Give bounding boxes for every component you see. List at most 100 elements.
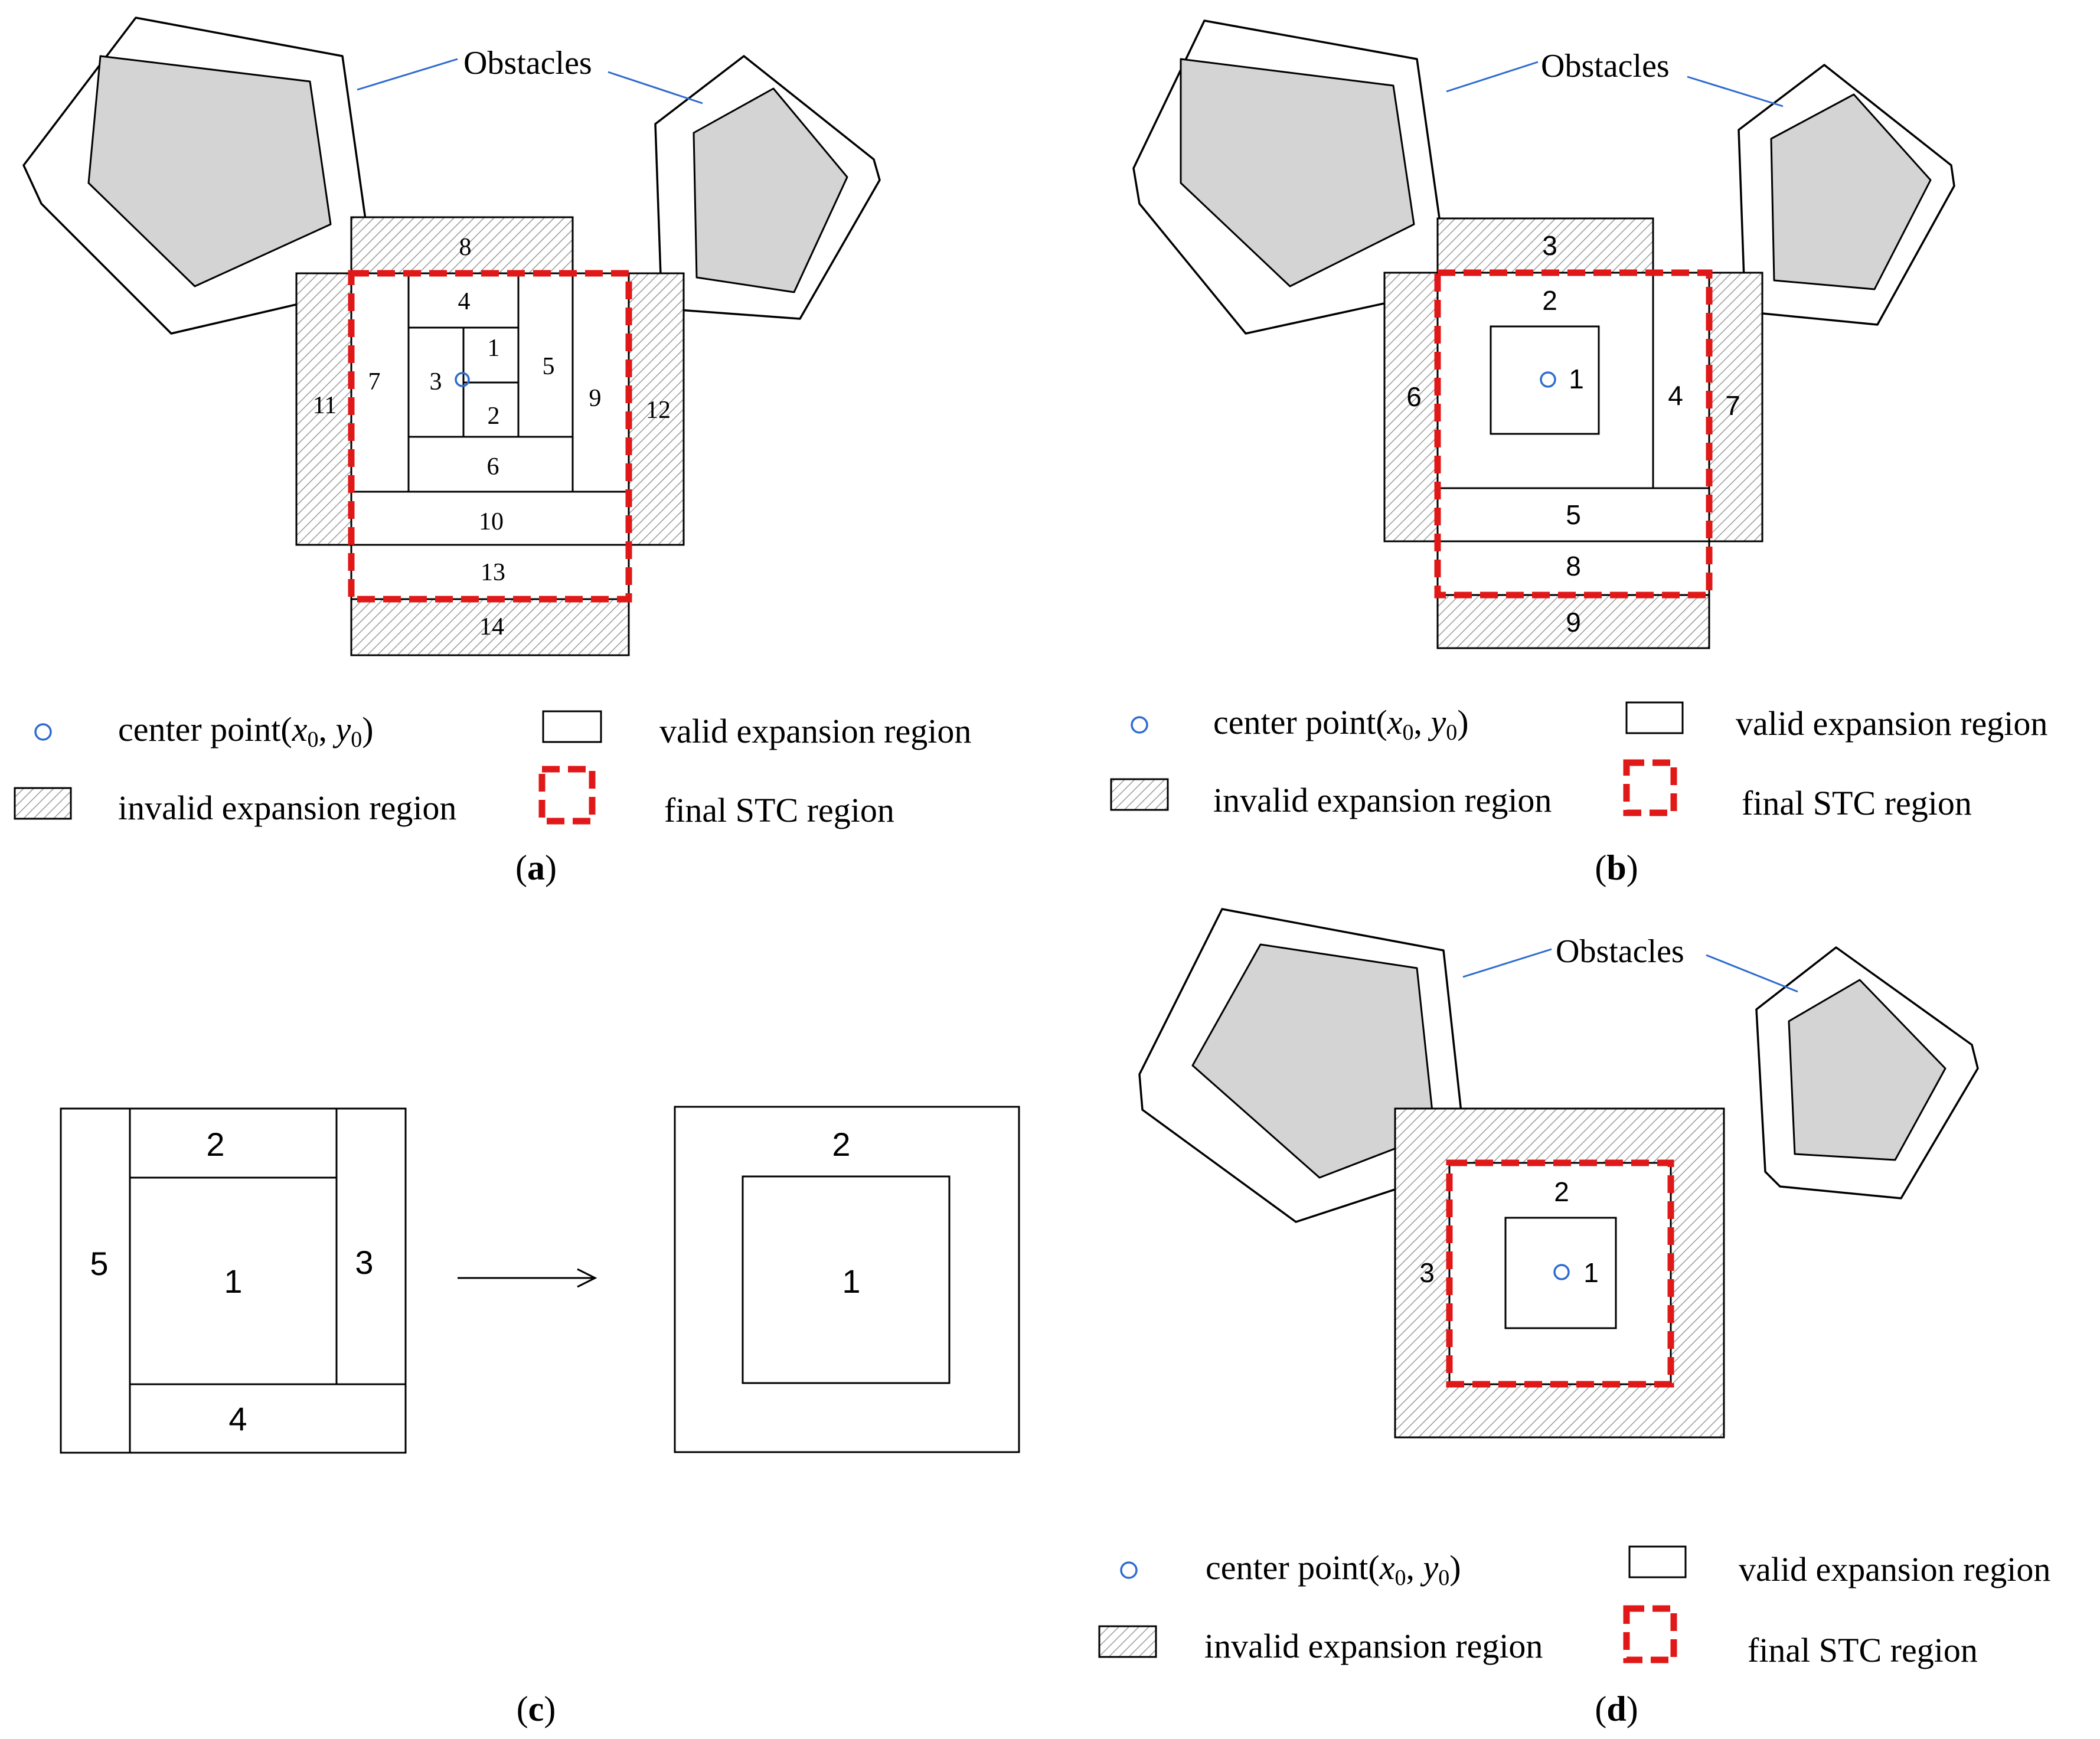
region-label: 1 [224,1263,242,1300]
legend-center-point-text: center point(x0, y0) [1206,1548,1461,1590]
legend-valid-text: valid expansion region [1739,1550,2050,1588]
region-4 [129,1383,407,1454]
obstacle-leader-line [357,58,458,91]
legend-center-point-icon [1131,716,1148,734]
legend-center-point-text: center point(x0, y0) [118,710,374,752]
region-5 [60,1107,131,1454]
region-label: 13 [481,559,505,586]
legend-d: center point(x0, y0) valid expansion reg… [1098,1545,2050,1669]
legend-invalid-swatch [1098,1625,1157,1658]
stc-region-b [1434,269,1713,599]
region-label: 5 [90,1245,108,1282]
region-9-invalid [1436,594,1710,649]
legend-a: center point(x0, y0) valid expansion reg… [14,710,971,829]
obstacles-label: Obstacles [463,45,592,81]
region-7-invalid [1708,272,1763,542]
region-12-invalid [628,272,685,546]
legend-valid-swatch [1628,1545,1687,1578]
legend-final-swatch [1623,1605,1677,1663]
panel-label-b: (b) [1595,848,1638,887]
stc-region-a [348,270,632,603]
panel-c: 1 2 3 4 5 1 2 (c) [60,1106,1020,1728]
region-8-invalid [350,216,574,274]
region-label: 2 [832,1126,850,1163]
region-label: 2 [1542,285,1557,316]
region-1 [129,1176,338,1385]
stc-region-d [1446,1159,1674,1388]
obstacle-d-left [1191,943,1436,1179]
legend-valid-text: valid expansion region [1736,704,2047,743]
region-6 [407,436,574,493]
obstacle-d-right [1788,979,1946,1161]
region-label: 7 [368,368,381,395]
panel-label-d: (d) [1595,1689,1638,1728]
panel-label-a: (a) [515,848,557,887]
region-label: 3 [1542,230,1557,261]
region-label: 2 [206,1126,224,1163]
region-label: 1 [1583,1257,1599,1288]
region-label: 5 [543,353,555,380]
region-2 [674,1106,1020,1453]
region-label: 8 [459,234,472,261]
legend-final-text: final STC region [1748,1631,1978,1669]
region-label: 1 [488,335,500,362]
region-3-invalid [1436,217,1654,274]
panel-d: Obstacles 1 2 3 center point(x0, y0) val… [1098,908,2050,1728]
region-label: 4 [458,288,471,315]
legend-valid-text: valid expansion region [659,712,971,750]
legend-invalid-swatch [14,787,72,820]
region-10 [350,491,630,546]
region-2 [129,1107,338,1179]
legend-invalid-text: invalid expansion region [118,789,456,827]
region-label: 3 [355,1244,373,1281]
legend-final-swatch [538,766,596,825]
region-label: 14 [479,613,504,640]
obstacle-a-left [87,55,332,287]
legend-center-point-icon [1120,1561,1138,1579]
region-2 [1448,1162,1672,1385]
region-label: 6 [487,453,499,480]
region-label: 7 [1725,390,1740,421]
region-3 [335,1107,407,1385]
legend-center-point-icon [34,723,52,741]
region-label: 2 [1554,1176,1569,1207]
obstacle-b-right [1770,93,1932,290]
panel-b: Obstacles 1 2 3 4 5 6 7 8 9 center point… [1110,19,2047,887]
obstacle-leader-line [1687,76,1784,107]
region-label: 1 [1569,364,1584,394]
legend-final-text: final STC region [664,791,894,829]
obstacle-leader-line [608,71,703,104]
region-1 [742,1175,951,1384]
center-point [455,372,470,387]
obstacle-leader-line [1446,61,1539,93]
region-8 [1436,540,1710,596]
obstacle-leader-line [1462,948,1552,978]
legend-valid-swatch [542,710,602,743]
legend-valid-swatch [1625,701,1684,734]
region-5 [517,272,574,438]
legend-invalid-text: invalid expansion region [1204,1627,1543,1665]
region-13 [350,544,630,600]
region-label: 8 [1566,551,1581,581]
region-label: 9 [1566,607,1581,638]
legend-b: center point(x0, y0) valid expansion reg… [1110,701,2047,822]
obstacle-b-left [1180,58,1415,287]
region-label: 12 [646,397,671,424]
region-label: 4 [228,1400,247,1437]
legend-invalid-swatch [1110,778,1169,811]
region-label: 10 [479,508,504,535]
region-9 [571,272,630,493]
region-6-invalid [1383,272,1439,542]
region-label: 6 [1406,381,1422,412]
region-14-invalid [350,598,630,656]
region-label: 4 [1668,380,1683,411]
legend-final-text: final STC region [1742,784,1972,822]
region-label: 5 [1566,499,1581,530]
obstacles-label: Obstacles [1541,48,1670,84]
region-label: 3 [430,368,442,395]
center-point [1553,1264,1570,1280]
obstacle-leader-line [1706,954,1798,993]
region-label: 2 [488,403,500,430]
obstacles-label: Obstacles [1556,933,1684,970]
